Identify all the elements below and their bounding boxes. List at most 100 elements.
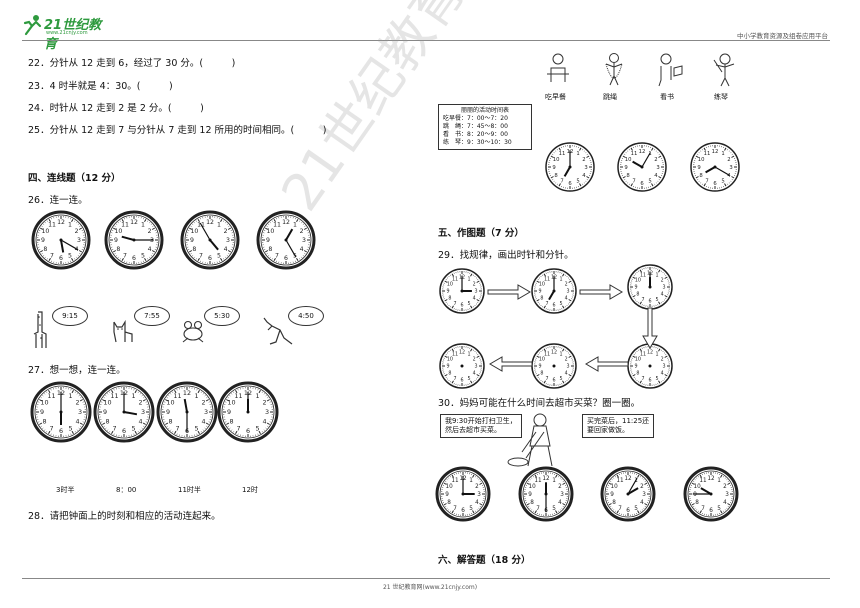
svg-text:3: 3 <box>729 165 732 171</box>
svg-text:3: 3 <box>584 165 587 171</box>
svg-text:4: 4 <box>565 371 568 377</box>
activity-label-4: 练琴 <box>714 93 728 101</box>
svg-text:9: 9 <box>446 364 449 370</box>
svg-text:6: 6 <box>568 181 572 187</box>
svg-text:12: 12 <box>459 350 465 356</box>
svg-text:7: 7 <box>701 506 705 512</box>
svg-text:6: 6 <box>460 378 463 384</box>
svg-text:3: 3 <box>656 165 659 171</box>
activity-label-1: 吃早餐 <box>545 93 566 101</box>
svg-text:4: 4 <box>300 246 304 253</box>
q27-label-1: 3时半 <box>56 486 75 494</box>
svg-text:3: 3 <box>477 492 481 498</box>
svg-text:8: 8 <box>626 173 630 179</box>
svg-text:6: 6 <box>552 303 555 309</box>
section-4-title: 四、连线题（12 分） <box>28 173 121 184</box>
svg-text:10: 10 <box>553 157 560 163</box>
svg-text:5: 5 <box>68 425 72 433</box>
svg-text:6: 6 <box>132 255 136 262</box>
svg-text:1: 1 <box>217 222 221 229</box>
svg-text:9: 9 <box>634 364 637 370</box>
kangaroo-icon <box>263 317 293 345</box>
q30-note-left: 我9:30开始打扫卫生， 然后去超市买菜。 <box>440 414 522 438</box>
svg-text:9: 9 <box>166 408 170 416</box>
svg-text:7: 7 <box>641 376 644 382</box>
svg-text:7: 7 <box>50 253 54 260</box>
q30-note-left-line-2: 然后去超市买菜。 <box>445 426 501 434</box>
svg-text:8: 8 <box>448 296 451 302</box>
svg-text:10: 10 <box>635 357 641 363</box>
svg-text:10: 10 <box>166 399 174 407</box>
svg-text:1: 1 <box>68 222 72 229</box>
svg-text:7: 7 <box>641 297 644 303</box>
svg-text:2: 2 <box>148 228 152 235</box>
left-arrow-icon <box>585 356 629 372</box>
svg-text:4: 4 <box>582 173 586 179</box>
svg-text:3: 3 <box>725 492 729 498</box>
svg-text:10: 10 <box>266 228 274 235</box>
svg-text:2: 2 <box>475 484 479 490</box>
schedule-row-4: 练 琴：9：30～10：30 <box>443 139 512 146</box>
svg-text:2: 2 <box>473 357 476 363</box>
svg-text:10: 10 <box>610 484 618 490</box>
svg-text:6: 6 <box>208 255 212 262</box>
svg-text:1: 1 <box>293 222 297 229</box>
svg-text:3: 3 <box>474 364 477 370</box>
svg-text:1: 1 <box>255 392 259 400</box>
svg-text:6: 6 <box>284 255 288 262</box>
svg-text:12: 12 <box>712 149 719 155</box>
svg-text:11: 11 <box>173 392 181 400</box>
left-arrow-icon <box>489 356 533 372</box>
q26-bubble-3: 5:30 <box>204 306 240 326</box>
svg-text:10: 10 <box>693 484 701 490</box>
svg-text:5: 5 <box>717 506 721 512</box>
svg-text:11: 11 <box>699 478 707 484</box>
q30-note-left-line-1: 我9:30开始打扫卫生， <box>445 417 517 425</box>
svg-text:11: 11 <box>704 151 711 157</box>
jump-rope-figure-icon <box>605 53 623 86</box>
svg-text:3: 3 <box>141 408 145 416</box>
q27-label-3: 11时半 <box>178 486 201 494</box>
svg-text:4: 4 <box>565 296 568 302</box>
svg-text:12: 12 <box>282 219 290 226</box>
svg-text:7: 7 <box>545 376 548 382</box>
svg-text:5: 5 <box>655 376 658 382</box>
svg-text:5: 5 <box>194 425 198 433</box>
question-24: 24．时针从 12 走到 2 是 2 分。( ) <box>28 103 204 114</box>
question-23: 23．4 时半就是 4：30。( ) <box>28 81 173 92</box>
svg-text:9: 9 <box>445 492 449 498</box>
header-logo: 21世纪教育 www.21cnjy.com <box>22 14 112 52</box>
svg-text:2: 2 <box>262 399 266 407</box>
question-26: 26．连一连。 <box>28 195 88 206</box>
svg-text:1: 1 <box>655 273 658 279</box>
q30-note-right: 买完菜后，11:25还 要回家做饭。 <box>582 414 655 438</box>
svg-text:8: 8 <box>43 246 47 253</box>
svg-text:3: 3 <box>474 289 477 295</box>
svg-text:1: 1 <box>655 352 658 358</box>
question-29: 29．找规律，画出时针和分针。 <box>438 250 574 261</box>
svg-text:4: 4 <box>148 246 152 253</box>
eating-breakfast-figure-icon <box>547 53 569 82</box>
svg-text:7: 7 <box>236 425 240 433</box>
q27-label-4: 12时 <box>242 486 258 494</box>
svg-text:11: 11 <box>559 151 566 157</box>
svg-text:7: 7 <box>705 179 708 185</box>
svg-text:8: 8 <box>695 500 699 506</box>
svg-text:6: 6 <box>648 378 651 384</box>
svg-text:4: 4 <box>138 418 142 426</box>
svg-text:11: 11 <box>48 222 56 229</box>
svg-text:11: 11 <box>640 352 646 358</box>
svg-text:8: 8 <box>447 500 451 506</box>
svg-text:11: 11 <box>234 392 242 400</box>
svg-text:1: 1 <box>634 478 638 484</box>
q26-bubble-4: 4:50 <box>288 306 324 326</box>
svg-text:2: 2 <box>582 157 585 163</box>
svg-text:8: 8 <box>192 246 196 253</box>
